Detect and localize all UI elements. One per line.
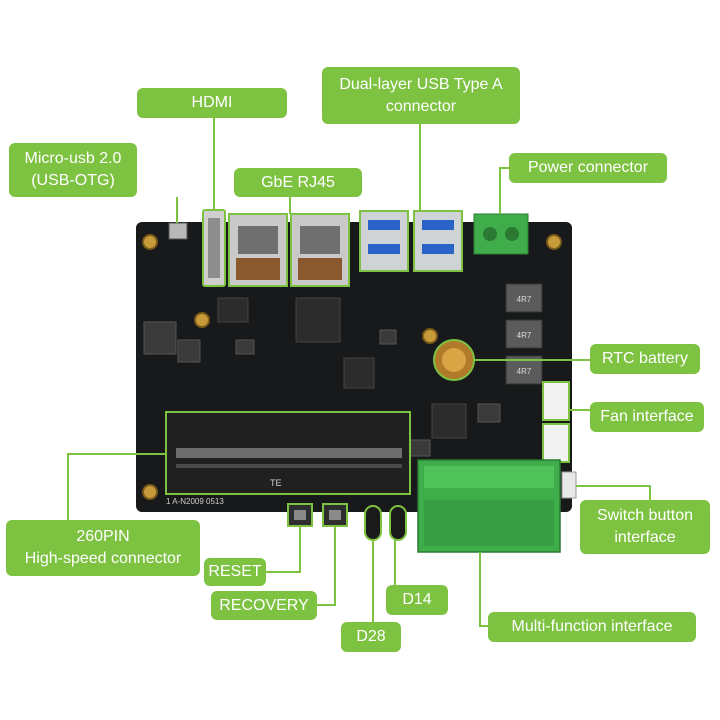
reset-label: RESET	[204, 558, 266, 586]
multi-function-label: Multi-function interface	[488, 612, 696, 642]
power-terminal	[473, 213, 529, 255]
chip	[143, 321, 177, 355]
inductor-mark: 4R7	[517, 295, 532, 304]
chip	[217, 297, 249, 323]
recovery-label: RECOVERY	[211, 591, 317, 620]
chip	[235, 339, 255, 355]
inductor	[505, 319, 543, 349]
leader-lines	[67, 118, 651, 627]
chip	[431, 403, 467, 439]
mounting-hole	[546, 234, 562, 250]
switch-button-label: Switch button interface	[580, 500, 710, 554]
mounting-hole	[422, 328, 438, 344]
chip	[477, 403, 501, 423]
inductor-mark: 4R7	[517, 367, 532, 376]
inductor	[505, 283, 543, 313]
d14-label: D14	[386, 585, 448, 615]
fan-connector	[542, 423, 570, 463]
power-connector-label: Power connector	[509, 153, 667, 183]
rtc-battery-label: RTC battery	[590, 344, 700, 374]
fan-interface-label: Fan interface	[590, 402, 704, 432]
led-d14	[389, 505, 407, 541]
led-d28	[364, 505, 382, 541]
mounting-hole	[194, 312, 210, 328]
mounting-hole	[142, 484, 158, 500]
chip	[343, 357, 375, 389]
chip	[177, 339, 201, 363]
260pin-connector-label: 260PIN High-speed connector	[6, 520, 200, 576]
te-mark: TE	[270, 478, 282, 488]
chip	[409, 439, 431, 457]
silkscreen-text: 1 A-N2009 0513	[166, 497, 224, 506]
micro-usb-port	[168, 222, 188, 240]
switch-connector	[561, 471, 577, 499]
inductor-mark: 4R7	[517, 331, 532, 340]
micro-usb-label: Micro-usb 2.0 (USB-OTG)	[9, 143, 137, 197]
hdmi-label: HDMI	[137, 88, 287, 118]
usb-type-a-label: Dual-layer USB Type A connector	[322, 67, 520, 124]
chip	[379, 329, 397, 345]
d28-label: D28	[341, 622, 401, 652]
mounting-hole	[142, 234, 158, 250]
chip	[295, 297, 341, 343]
gbe-rj45-label: GbE RJ45	[234, 168, 362, 197]
fan-connector	[542, 381, 570, 421]
